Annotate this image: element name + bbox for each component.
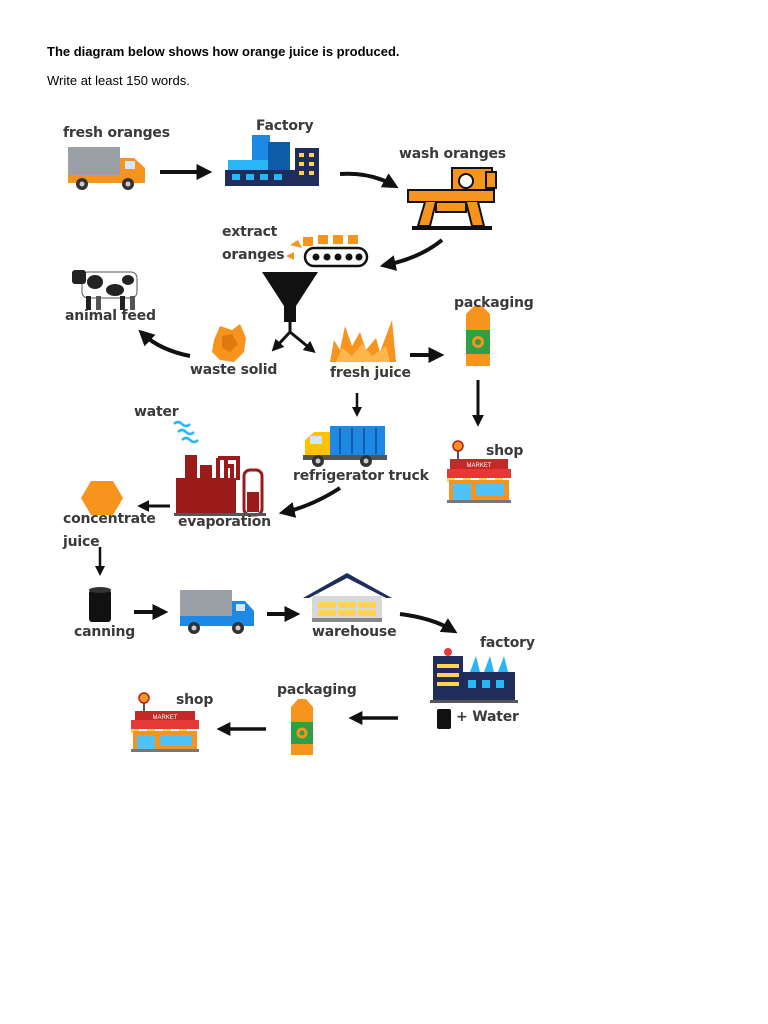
label-warehouse: warehouse bbox=[312, 624, 397, 640]
truck-icon bbox=[68, 147, 145, 190]
market-sign-2: MARKET bbox=[152, 715, 177, 721]
arrow-wash-to-extract bbox=[379, 238, 444, 271]
small-can-icon bbox=[437, 709, 451, 729]
shop-icon-2 bbox=[131, 692, 199, 752]
label-waste-solid: waste solid bbox=[190, 362, 278, 378]
water-vapor-icon bbox=[173, 420, 199, 444]
label-oranges: oranges bbox=[222, 247, 285, 263]
label-refrigerator-truck: refrigerator truck bbox=[293, 468, 429, 484]
label-plus-water: + Water bbox=[456, 709, 519, 725]
juice-carton-icon-2 bbox=[291, 699, 313, 755]
label-packaging-1: packaging bbox=[454, 295, 534, 311]
factory-icon bbox=[225, 135, 319, 186]
concentrate-icon bbox=[81, 481, 123, 515]
waste-solid-icon bbox=[212, 324, 246, 362]
label-shop-2: shop bbox=[176, 692, 214, 708]
evaporation-plant-icon bbox=[174, 455, 266, 517]
conveyor-icon bbox=[286, 235, 369, 268]
label-animal-feed: animal feed bbox=[65, 308, 156, 324]
cow-icon bbox=[72, 270, 138, 310]
label-shop-1: shop bbox=[486, 443, 524, 459]
can-icon bbox=[89, 587, 111, 622]
market-sign-1: MARKET bbox=[466, 463, 491, 469]
factory-icon-2 bbox=[430, 648, 518, 703]
label-juice: juice bbox=[63, 534, 100, 550]
juice-carton-icon bbox=[466, 306, 490, 366]
arrow-waste-to-feed bbox=[138, 329, 191, 358]
warehouse-icon bbox=[303, 573, 392, 622]
arrow-truck-to-evaporation bbox=[278, 486, 342, 518]
truck-icon-2 bbox=[180, 590, 254, 634]
label-extract: extract bbox=[222, 224, 278, 240]
arrow-warehouse-to-factory bbox=[399, 612, 458, 634]
label-fresh-oranges: fresh oranges bbox=[63, 125, 170, 141]
label-fresh-juice: fresh juice bbox=[330, 365, 411, 381]
label-evaporation: evaporation bbox=[178, 514, 271, 530]
funnel-icon bbox=[262, 272, 318, 322]
label-packaging-2: packaging bbox=[277, 682, 357, 698]
label-concentrate: concentrate bbox=[63, 511, 156, 527]
refrigerator-truck-icon bbox=[303, 426, 387, 467]
flow-arrows bbox=[95, 164, 484, 736]
arrow-factory-to-wash bbox=[339, 171, 399, 189]
shop-icon bbox=[447, 440, 511, 503]
label-factory: Factory bbox=[256, 118, 314, 134]
prompt-title: The diagram below shows how orange juice… bbox=[47, 44, 400, 59]
washing-machine-icon bbox=[407, 167, 497, 230]
label-water: water bbox=[134, 404, 179, 420]
label-factory-2: factory bbox=[480, 635, 535, 651]
label-canning: canning bbox=[74, 624, 136, 640]
prompt-instruction: Write at least 150 words. bbox=[47, 73, 190, 88]
fresh-juice-icon bbox=[330, 320, 396, 362]
label-wash-oranges: wash oranges bbox=[399, 146, 506, 162]
